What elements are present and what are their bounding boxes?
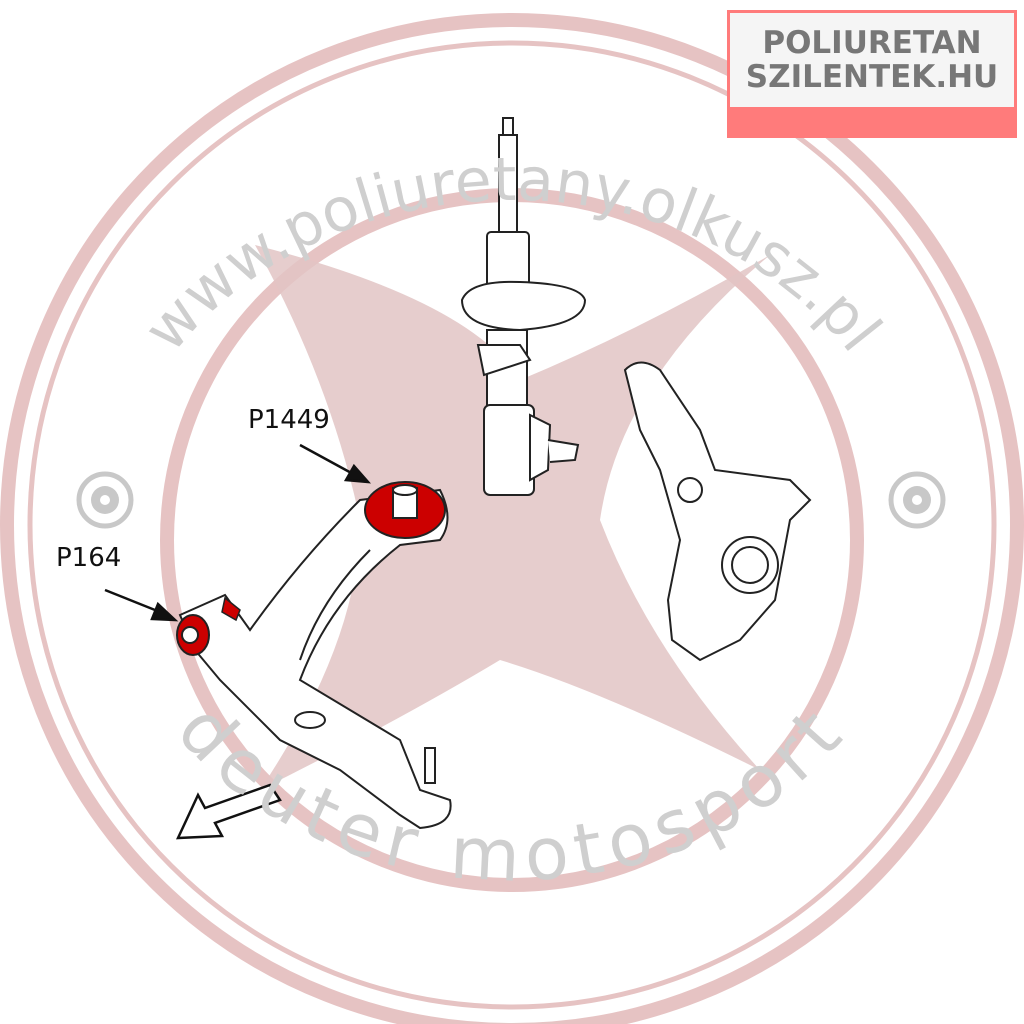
callout-label-p164: P164 xyxy=(56,543,122,573)
callout-arrows xyxy=(104,443,371,622)
watermark-bottom-text: deuter motosport xyxy=(162,687,863,898)
steering-knuckle xyxy=(623,361,812,662)
callout-label-p1449: P1449 xyxy=(248,405,330,435)
logo-line-1: POLIURETAN xyxy=(762,25,982,61)
control-arm xyxy=(178,488,452,830)
shock-absorber xyxy=(460,117,587,496)
watermark-top-text: www.poliuretany.olkusz.pl xyxy=(131,145,895,365)
brand-logo[interactable]: POLIURETAN SZILENTEK.HU xyxy=(727,10,1017,138)
logo-panel: POLIURETAN SZILENTEK.HU xyxy=(730,13,1014,107)
direction-arrow-icon xyxy=(175,783,282,840)
bushing-p164 xyxy=(176,596,241,656)
bushing-p1449 xyxy=(364,481,446,539)
logo-line-2: SZILENTEK.HU xyxy=(745,59,999,95)
gear-icon-left xyxy=(76,471,134,529)
gear-icon-right xyxy=(888,471,946,529)
